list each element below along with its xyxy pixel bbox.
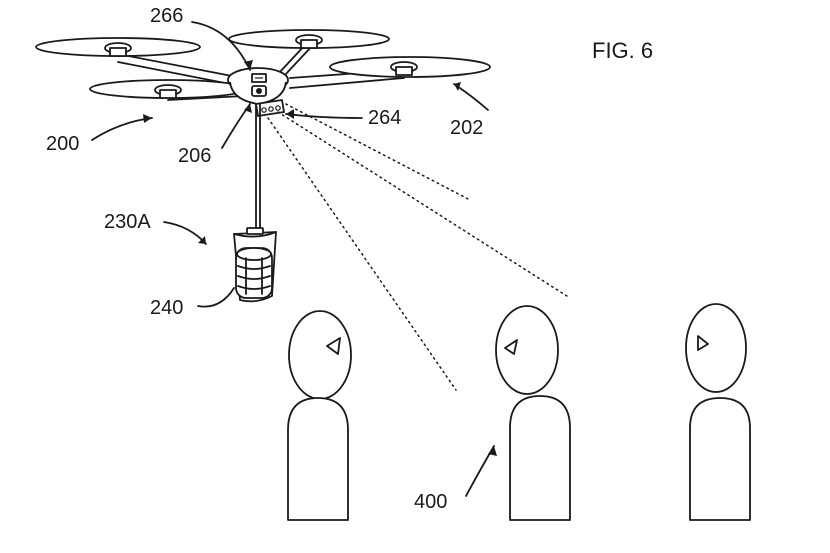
drone <box>35 29 491 229</box>
eye-icon <box>697 335 709 351</box>
figure-title: FIG. 6 <box>592 38 653 63</box>
person-right <box>685 303 751 521</box>
label-camera: 206 <box>178 145 211 167</box>
label-sensor: 264 <box>368 107 401 129</box>
tether-line <box>255 103 261 229</box>
label-hub: 266 <box>150 5 183 27</box>
sight-lines <box>267 103 571 391</box>
eye-icon <box>504 339 518 355</box>
person-left <box>287 310 352 521</box>
bottle <box>235 247 273 299</box>
drone-body <box>227 67 289 117</box>
eye-icon <box>326 337 341 355</box>
label-bottle: 240 <box>150 297 183 319</box>
label-container: 230A <box>104 211 151 233</box>
rotor-hubs <box>104 34 418 99</box>
leader-arrowheads <box>143 60 497 456</box>
person-middle <box>495 305 571 521</box>
label-drone: 200 <box>46 133 79 155</box>
label-rotor: 202 <box>450 117 483 139</box>
label-person: 400 <box>414 491 447 513</box>
container <box>233 227 277 303</box>
